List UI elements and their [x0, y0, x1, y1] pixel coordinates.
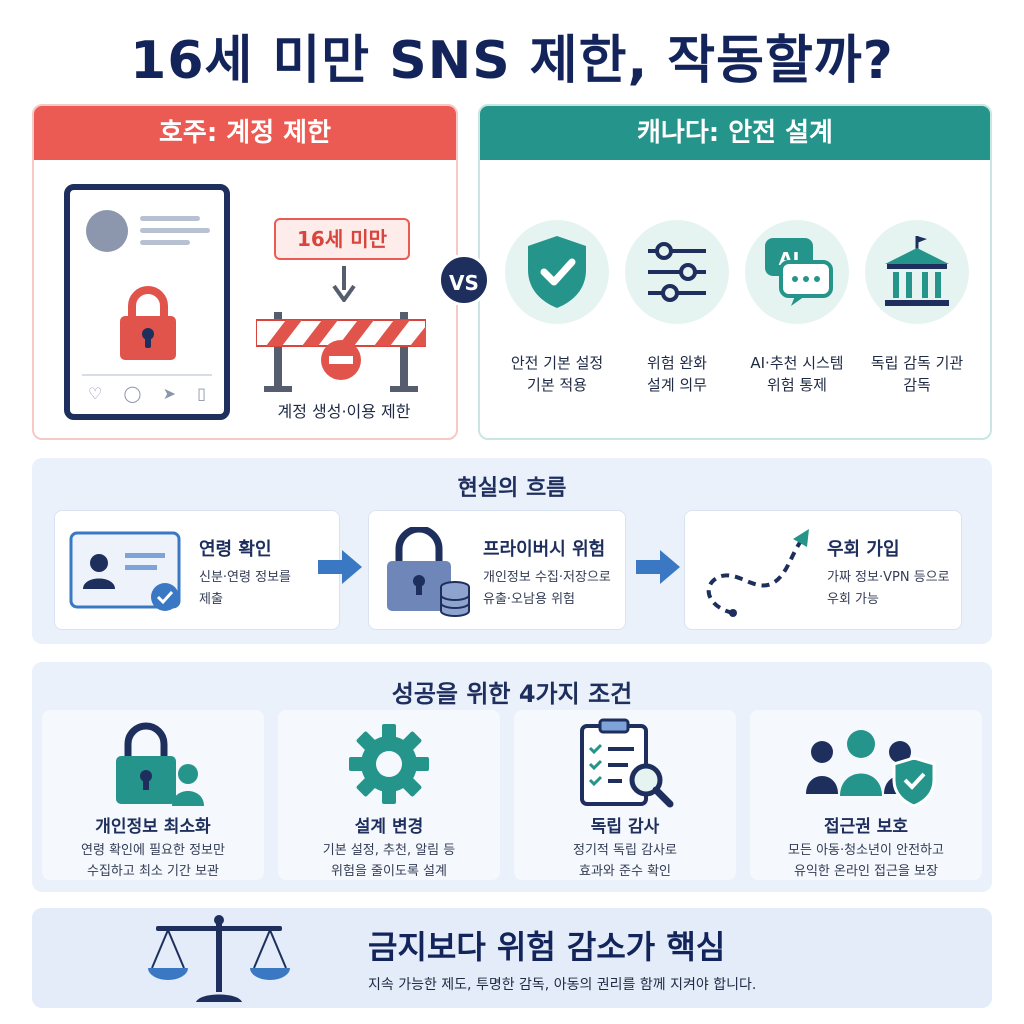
send-icon: ➤	[162, 384, 176, 403]
lock-icon	[120, 286, 176, 360]
bookmark-icon: ▯	[197, 384, 206, 403]
reality-flow-section: 현실의 흐름 연령 확인 신분·연령 정보를 제출 프라이버시 위험 개인정보	[32, 458, 992, 644]
heart-icon: ♡	[88, 384, 103, 403]
comment-icon: ◯	[123, 384, 142, 403]
bypass-arrow-icon	[706, 529, 809, 617]
phone-illustration: ♡ ◯ ➤ ▯	[64, 184, 230, 420]
canada-header: 캐나다: 안전 설계	[480, 106, 990, 160]
conclusion-banner: 금지보다 위험 감소가 핵심 지속 가능한 제도, 투명한 감독, 아동의 권리…	[32, 908, 992, 1008]
avatar-icon	[86, 210, 128, 252]
lock-database-icon	[387, 527, 470, 617]
group-shield-icon	[806, 730, 936, 808]
flow-arrow-icon	[318, 550, 362, 584]
flow-arrow-icon	[636, 550, 680, 584]
flow-step-bypass-signup: 우회 가입 가짜 정보·VPN 등으로 우회 가능	[684, 510, 962, 630]
clipboard-search-icon	[580, 718, 674, 808]
barrier-icon	[256, 312, 426, 392]
page-title: 16세 미만 SNS 제한, 작동할까?	[130, 31, 894, 91]
age-tag: 16세 미만	[274, 218, 410, 260]
government-building-icon	[885, 236, 949, 306]
canada-item-safety-default: 안전 기본 설정 기본 적용	[502, 220, 612, 396]
canada-item-risk-mitigation: 위험 완화 설계 의무	[622, 220, 732, 396]
australia-panel: 호주: 계정 제한 ♡ ◯ ➤ ▯ 16세 미만 계정 생	[32, 104, 458, 440]
canada-item-independent-oversight: 독립 감독 기관 감독	[862, 220, 972, 396]
sliders-icon	[648, 242, 706, 302]
lock-user-icon	[116, 722, 204, 806]
canada-panel: 캐나다: 안전 설계 안전 기본 설정 기본 적용 위험 완화 설계 의무	[478, 104, 992, 440]
ai-chat-icon: AI	[765, 238, 833, 306]
flow-step-age-verification: 연령 확인 신분·연령 정보를 제출	[54, 510, 340, 630]
conclusion-description: 지속 가능한 제도, 투명한 감독, 아동의 권리를 함께 지켜야 합니다.	[368, 977, 757, 993]
down-arrow-icon	[332, 266, 356, 302]
australia-header: 호주: 계정 제한	[34, 106, 456, 160]
shield-check-icon	[528, 236, 586, 308]
flow-step-privacy-risk: 프라이버시 위험 개인정보 수집·저장으로 유출·오남용 위험	[368, 510, 626, 630]
vs-badge: VS	[438, 254, 490, 306]
gear-icon	[349, 724, 429, 804]
flow-title: 현실의 흐름	[457, 476, 567, 501]
conclusion-title: 금지보다 위험 감소가 핵심	[368, 928, 726, 966]
id-card-icon	[69, 531, 181, 611]
conditions-title: 성공을 위한 4가지 조건	[391, 680, 633, 708]
canada-item-ai-recommendation: AI AI·추천 시스템 위험 통제	[742, 220, 852, 396]
scale-icon	[148, 915, 290, 1002]
australia-caption: 계정 생성·이용 제한	[277, 402, 411, 421]
